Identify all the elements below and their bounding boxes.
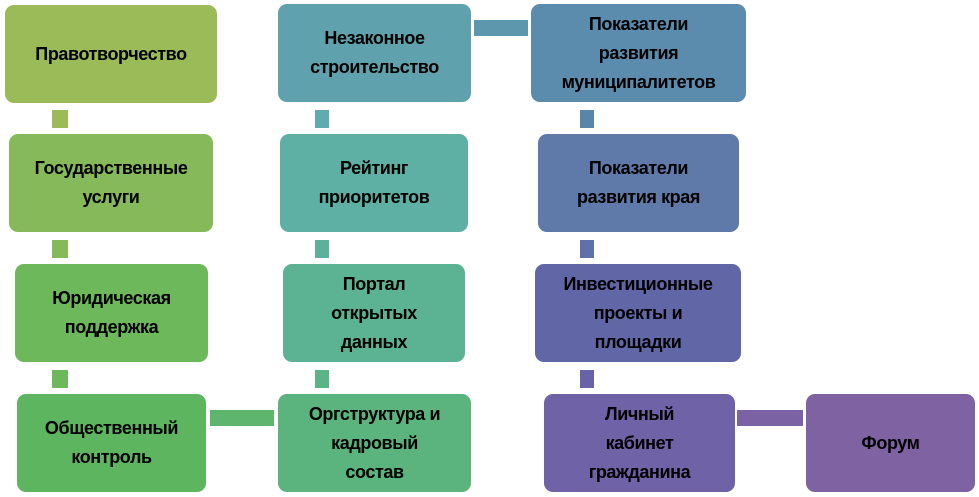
connector [737, 410, 803, 426]
connector [580, 110, 594, 128]
node-yur-podderzhka: Юридическая поддержка [15, 264, 208, 362]
connector [474, 20, 528, 36]
connector [315, 240, 329, 258]
node-label: Незаконное строительство [310, 28, 439, 77]
connector [52, 110, 68, 128]
node-forum: Форум [806, 394, 975, 492]
node-pravotvorchestvo: Правотворчество [5, 5, 217, 103]
node-portal: Портал открытых данных [283, 264, 465, 362]
node-label: Форум [861, 432, 920, 453]
node-invest: Инвестиционные проекты и площадки [535, 264, 741, 362]
connector [315, 370, 329, 388]
connector [210, 410, 274, 426]
node-label: Оргструктура и кадровый состав [308, 403, 441, 482]
node-label: Показатели развития муниципалитетов [561, 13, 716, 92]
node-label: Инвестиционные проекты и площадки [563, 273, 713, 352]
connector [580, 240, 594, 258]
node-lichnyi-kabinet: Личный кабинет гражданина [544, 394, 735, 492]
connector [52, 370, 68, 388]
node-orgstruktura: Оргструктура и кадровый состав [278, 394, 471, 492]
node-label: Рейтинг приоритетов [318, 158, 430, 207]
node-label: Юридическая поддержка [52, 288, 171, 337]
node-obsch-kontrol: Общественный контроль [17, 394, 206, 492]
node-nezakonnoe: Незаконное строительство [278, 4, 471, 102]
node-label: Общественный контроль [44, 418, 179, 467]
node-reiting: Рейтинг приоритетов [280, 134, 468, 232]
connector [580, 370, 594, 388]
node-label: Правотворчество [35, 43, 187, 64]
node-label: Портал открытых данных [331, 273, 417, 352]
node-pokaz-munic: Показатели развития муниципалитетов [531, 4, 746, 102]
connector [315, 110, 329, 128]
node-gos-uslugi: Государственные услуги [9, 134, 213, 232]
node-pokaz-kraya: Показатели развития края [538, 134, 739, 232]
node-label: Государственные услуги [34, 158, 188, 207]
node-label: Показатели развития края [576, 158, 700, 207]
node-label: Личный кабинет гражданина [588, 403, 691, 482]
connector [52, 240, 68, 258]
